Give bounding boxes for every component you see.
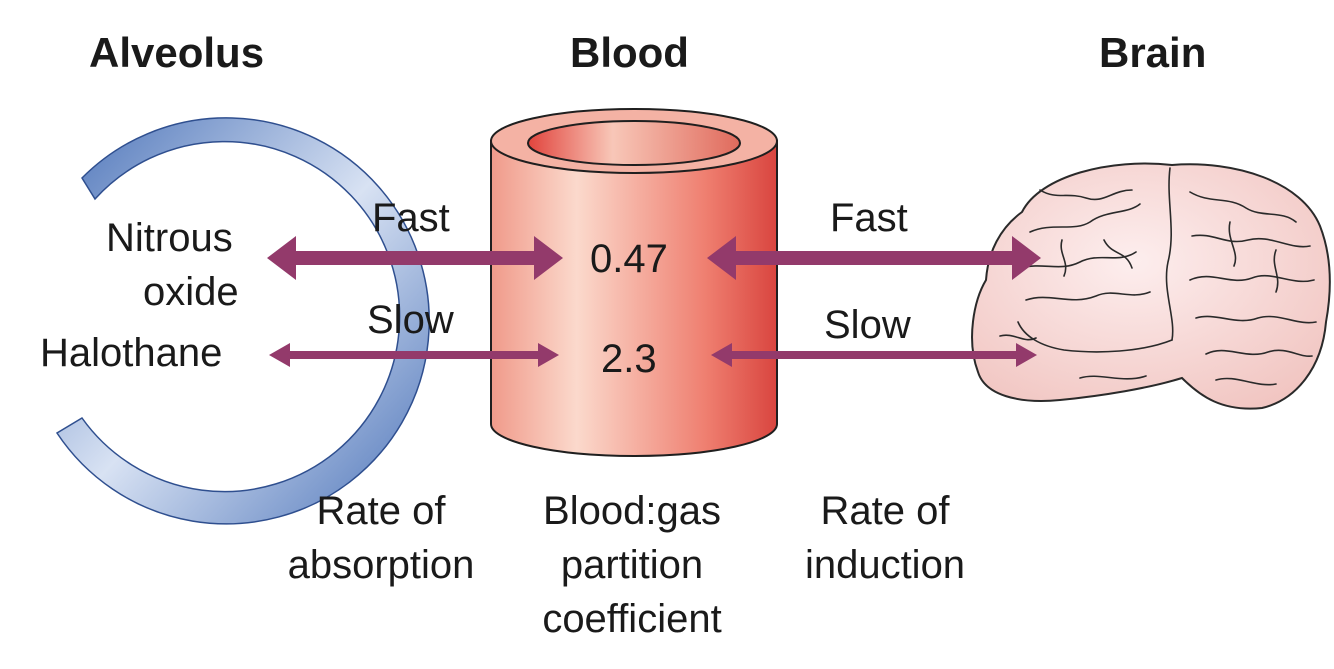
caption-rate-of-absorption: Rate of absorption: [266, 484, 496, 592]
coefficient-nitrous-oxide: 0.47: [590, 237, 668, 281]
caption-partition-line-2: partition: [560, 543, 704, 587]
arrow-induction-slow: [711, 343, 1037, 367]
heading-alveolus: Alveolus: [89, 29, 265, 76]
caption-absorption-line-1: Rate of: [316, 489, 446, 533]
caption-absorption-line-2: absorption: [287, 543, 475, 587]
brain-illustration: [971, 162, 1331, 410]
arrow-induction-fast: [707, 236, 1041, 280]
blood-vessel: [490, 108, 778, 457]
label-absorption-fast: Fast: [372, 196, 450, 240]
caption-partition-line-3: coefficient: [542, 597, 722, 641]
caption-partition-coefficient: Blood:gas partition coefficient: [512, 484, 752, 646]
label-induction-slow: Slow: [824, 303, 911, 347]
caption-induction-line-2: induction: [804, 543, 966, 587]
caption-induction-line-1: Rate of: [820, 489, 950, 533]
label-nitrous: Nitrous: [106, 216, 233, 260]
label-oxide: oxide: [143, 270, 239, 314]
label-induction-fast: Fast: [830, 196, 908, 240]
label-halothane: Halothane: [40, 331, 223, 375]
label-absorption-slow: Slow: [367, 298, 454, 342]
caption-partition-line-1: Blood:gas: [543, 489, 721, 533]
heading-blood: Blood: [570, 29, 689, 76]
arrow-absorption-slow: [269, 343, 559, 367]
arrow-absorption-fast: [267, 236, 563, 280]
heading-brain: Brain: [1099, 29, 1207, 76]
caption-rate-of-induction: Rate of induction: [780, 484, 990, 592]
alveolus-membrane: [55, 117, 430, 525]
coefficient-halothane: 2.3: [601, 337, 657, 381]
